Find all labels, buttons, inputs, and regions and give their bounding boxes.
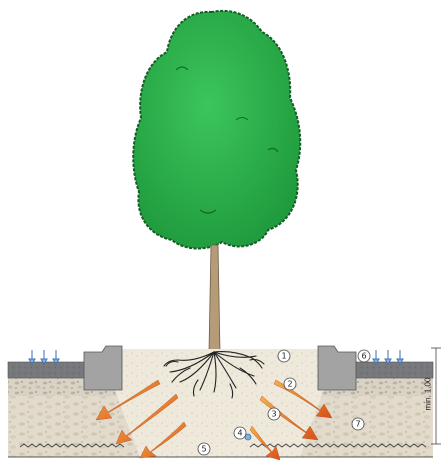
- callout-4: 4: [234, 427, 246, 439]
- svg-text:4: 4: [237, 429, 242, 438]
- callout-2: 2: [284, 378, 296, 390]
- tree-crown: [133, 11, 300, 249]
- callout-3: 3: [268, 408, 280, 420]
- svg-text:5: 5: [201, 445, 206, 454]
- water-infiltration-left: [29, 350, 59, 364]
- svg-text:6: 6: [361, 352, 366, 361]
- callout-7: 7: [352, 418, 364, 430]
- curb-right: [318, 346, 356, 390]
- depth-dimension-label: min. 1.00: [424, 377, 433, 410]
- callout-5: 5: [198, 443, 210, 455]
- curb-left: [84, 346, 122, 390]
- water-infiltration-arrows-icon: [29, 350, 59, 364]
- tree-trunk: [209, 245, 220, 352]
- callout-6: 6: [358, 350, 370, 362]
- svg-text:2: 2: [287, 380, 292, 389]
- svg-text:7: 7: [355, 420, 360, 429]
- water-infiltration-arrows-icon: [373, 350, 403, 364]
- callout-1: 1: [278, 350, 290, 362]
- ground-layers: [8, 349, 433, 457]
- water-infiltration-right: [373, 350, 403, 364]
- svg-text:3: 3: [271, 410, 276, 419]
- svg-text:1: 1: [281, 352, 286, 361]
- planting-soil: [110, 349, 328, 457]
